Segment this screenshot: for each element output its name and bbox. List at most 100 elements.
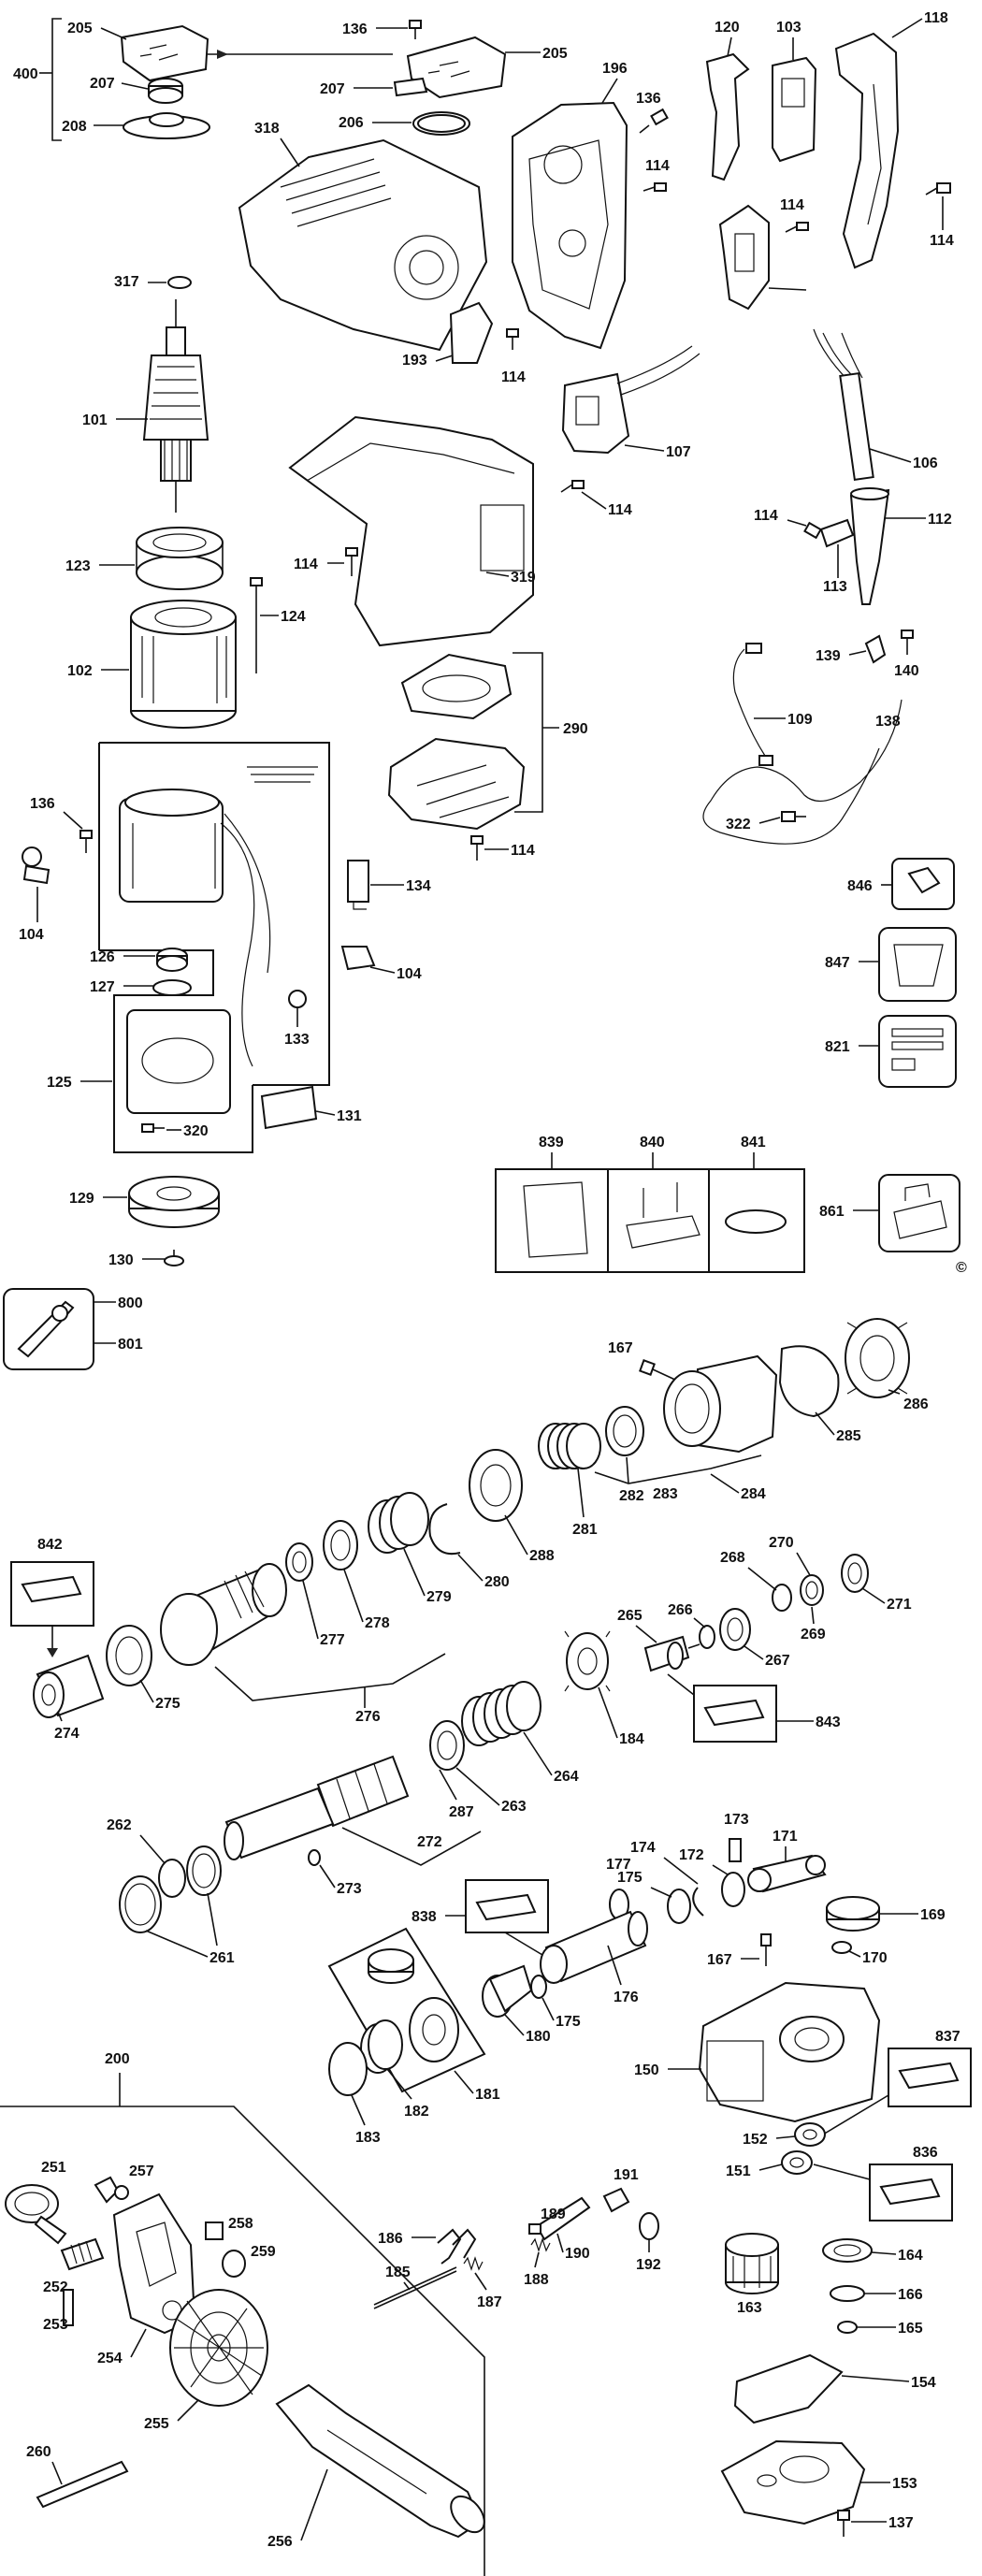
callout-272: 272 (417, 1834, 442, 1850)
part-114-screw-b (925, 182, 951, 195)
callout-103: 103 (776, 20, 801, 36)
part-251-clamp-band (5, 2184, 67, 2245)
part-317-spring-ring (167, 276, 192, 289)
callout-283: 283 (653, 1486, 678, 1502)
callout-175b: 175 (556, 2014, 581, 2030)
callout-206: 206 (339, 115, 364, 131)
part-138-long-wire (702, 699, 903, 845)
part-282-ring (605, 1406, 644, 1456)
part-285-band (778, 1345, 840, 1418)
part-286-clutch-ring (845, 1318, 910, 1398)
callout-281: 281 (572, 1522, 598, 1538)
part-154-gasket (733, 2353, 844, 2424)
part-283-flange (663, 1354, 778, 1454)
callout-208: 208 (62, 119, 87, 135)
callout-190: 190 (565, 2246, 590, 2262)
callout-839: 839 (539, 1135, 564, 1151)
callout-252: 252 (43, 2279, 68, 2295)
part-190-lever (535, 2196, 591, 2241)
part-167-screw-b (760, 1933, 772, 1966)
part-256-side-handle (275, 2383, 485, 2539)
callout-129: 129 (69, 1191, 94, 1207)
part-176-piston (540, 1910, 648, 1984)
part-196-gear-housing-half (512, 101, 628, 350)
part-272-spindle (224, 1755, 410, 1860)
part-118-handle (834, 32, 900, 269)
callout-847: 847 (825, 955, 850, 971)
callout-134: 134 (406, 878, 431, 894)
part-322-screw (781, 811, 806, 822)
part-837-grease-box (822, 2048, 972, 2135)
callout-192: 192 (636, 2257, 661, 2273)
callout-124: 124 (281, 609, 306, 625)
callout-319: 319 (511, 570, 536, 586)
part-115-switch-mount (718, 204, 770, 311)
callout-114f: 114 (754, 508, 778, 524)
callout-861: 861 (819, 1204, 845, 1220)
part-130-nut (164, 1250, 184, 1266)
callout-288: 288 (529, 1548, 555, 1564)
callout-104a: 104 (19, 927, 44, 943)
part-319-motor-housing (288, 415, 534, 647)
callout-207a: 207 (90, 76, 115, 92)
part-129-fan (128, 1176, 220, 1228)
callout-840: 840 (640, 1135, 665, 1151)
callout-114h: 114 (511, 843, 535, 859)
part-252-threaded-bolt (60, 2237, 105, 2271)
callout-836: 836 (913, 2145, 938, 2161)
part-279-spring (368, 1492, 429, 1554)
part-175-o-ring-b (530, 1975, 547, 1999)
callout-290: 290 (563, 721, 588, 737)
callout-205b: 205 (542, 46, 568, 62)
part-163-gear (725, 2233, 779, 2294)
callout-150: 150 (634, 2062, 659, 2078)
part-101-armature (142, 299, 209, 513)
part-171-connecting-rod (747, 1854, 827, 1893)
callout-843: 843 (816, 1715, 841, 1730)
callout-113: 113 (823, 579, 847, 595)
part-821-manual (878, 1015, 957, 1088)
assembly-outline-200 (0, 2073, 485, 2576)
callout-120: 120 (715, 20, 740, 36)
callout-251: 251 (41, 2160, 66, 2176)
part-847-bag (878, 927, 957, 1002)
part-271-bush (841, 1554, 869, 1593)
callout-277: 277 (320, 1632, 345, 1648)
callout-133: 133 (284, 1032, 310, 1048)
callout-171: 171 (773, 1829, 798, 1845)
part-191-knob (602, 2187, 630, 2213)
callout-284: 284 (741, 1486, 766, 1502)
part-270-ring (800, 1574, 824, 1606)
callout-136b: 136 (636, 91, 661, 107)
callout-102: 102 (67, 663, 93, 679)
callout-131: 131 (337, 1108, 362, 1124)
callout-256: 256 (267, 2534, 293, 2550)
callout-322: 322 (726, 817, 751, 832)
part-120-trigger-lever (705, 52, 750, 181)
part-255-grip-wheel (169, 2289, 268, 2407)
part-134-brush (347, 860, 369, 910)
callout-282: 282 (619, 1488, 644, 1504)
part-136-screw-top (409, 20, 422, 39)
callout-273: 273 (337, 1881, 362, 1897)
part-264-spring (461, 1681, 542, 1746)
part-257-wing-nut (94, 2176, 129, 2204)
part-205-left-cover (120, 24, 393, 82)
callout-114g: 114 (294, 557, 318, 572)
part-137-screw (837, 2510, 850, 2537)
callout-846: 846 (847, 878, 873, 894)
callout-263: 263 (501, 1799, 527, 1815)
callout-140: 140 (894, 663, 919, 679)
callout-166: 166 (898, 2287, 923, 2303)
callout-838: 838 (412, 1909, 437, 1925)
part-846-accessory-kit (891, 858, 955, 910)
copyright-mark-top: © (956, 1260, 967, 1276)
callout-841: 841 (741, 1135, 766, 1151)
callout-104b: 104 (397, 966, 422, 982)
part-102-stator (130, 600, 237, 729)
bracket-400 (39, 18, 62, 141)
part-836-grease-box (813, 2164, 953, 2221)
part-136-screw-left (79, 830, 93, 853)
callout-112: 112 (928, 512, 952, 528)
callout-320: 320 (183, 1123, 209, 1139)
